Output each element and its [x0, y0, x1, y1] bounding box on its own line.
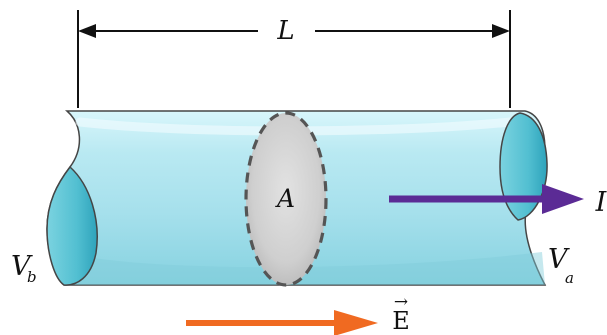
right-potential-label: V	[548, 244, 570, 275]
cross-section-area	[244, 111, 328, 287]
length-left-arrowhead	[78, 24, 96, 38]
current-arrowhead	[542, 184, 584, 214]
left-potential-subscript: b	[27, 268, 37, 286]
field-arrowhead	[334, 310, 378, 335]
area-label: A	[275, 184, 295, 213]
field-vector-mark: →	[394, 292, 408, 312]
current-label: I	[595, 187, 607, 218]
right-potential-subscript: a	[565, 269, 574, 287]
field-label: E	[392, 307, 410, 335]
left-potential-label: V	[11, 251, 33, 282]
right-end-face	[499, 112, 548, 221]
length-label: L	[276, 16, 294, 46]
length-right-arrowhead	[492, 24, 510, 38]
left-end-face	[46, 165, 98, 286]
